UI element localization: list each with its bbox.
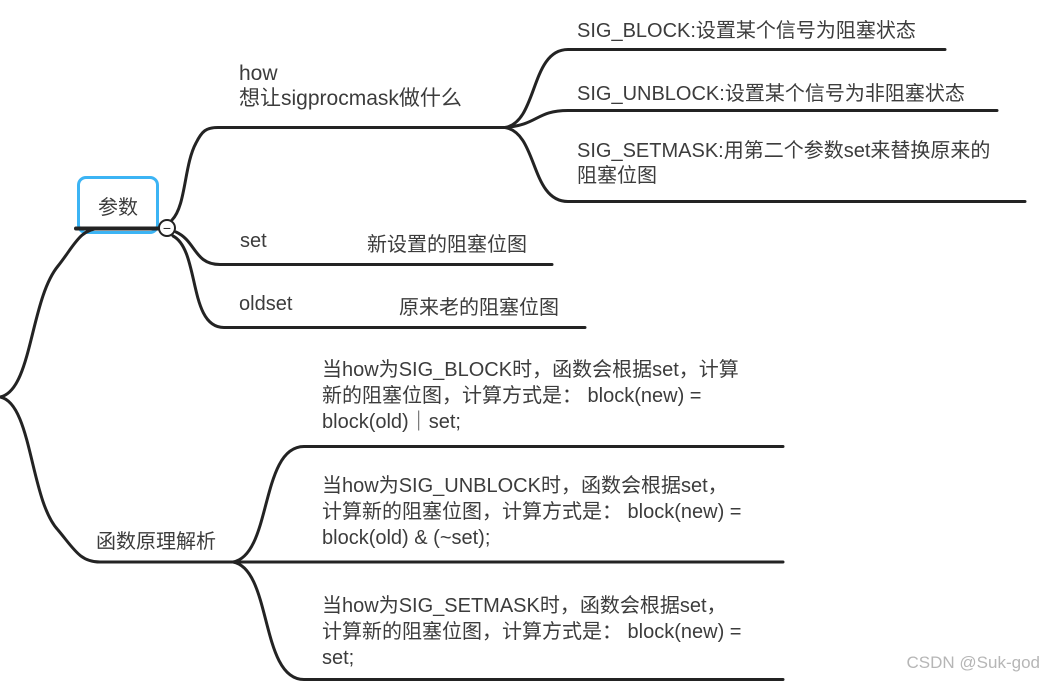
edge-how-sigblock — [503, 48, 947, 129]
topic-oldset-desc[interactable]: 原来老的阻塞位图 — [399, 297, 559, 319]
topic-principle[interactable]: 函数原理解析 — [96, 531, 216, 553]
topic-oldset[interactable]: oldset — [239, 293, 293, 315]
topic-params[interactable]: 参数 — [77, 176, 159, 234]
topic-params-label: 参数 — [98, 196, 138, 219]
edge-params-oldset — [171, 234, 587, 329]
topic-sig-unblock[interactable]: SIG_UNBLOCK:设置某个信号为非阻塞状态 — [577, 83, 965, 105]
edge-how-sigsetmask — [503, 126, 1027, 203]
csdn-watermark: CSDN @Suk-god — [906, 653, 1040, 672]
edge-root-principle — [0, 395, 785, 564]
edge-principle-caseblock — [231, 445, 785, 564]
topic-set-desc[interactable]: 新设置的阻塞位图 — [367, 234, 527, 256]
edge-root-params — [0, 227, 102, 399]
collapse-button[interactable]: − — [158, 219, 176, 237]
edge-how-sigunblock — [503, 109, 999, 129]
edge-principle-casesetmask — [231, 560, 785, 681]
topic-how-line1: how — [239, 62, 278, 85]
topic-set[interactable]: set — [240, 230, 267, 252]
topic-sig-block[interactable]: SIG_BLOCK:设置某个信号为阻塞状态 — [577, 20, 916, 42]
edge-params-how — [170, 126, 507, 222]
edge-params-set — [174, 230, 554, 266]
minus-icon: − — [162, 220, 172, 236]
topic-how-line2: 想让sigprocmask做什么 — [239, 87, 462, 110]
topic-case-unblock[interactable]: 当how为SIG_UNBLOCK时，函数会根据set， 计算新的阻塞位图，计算方… — [322, 475, 742, 549]
topic-sig-setmask[interactable]: SIG_SETMASK:用第二个参数set来替换原来的 阻塞位图 — [577, 140, 991, 187]
topic-case-block[interactable]: 当how为SIG_BLOCK时，函数会根据set，计算 新的阻塞位图，计算方式是… — [322, 359, 739, 433]
topic-case-setmask[interactable]: 当how为SIG_SETMASK时，函数会根据set， 计算新的阻塞位图，计算方… — [322, 595, 742, 669]
topic-how[interactable]: how 想让sigprocmask做什么 — [239, 61, 462, 111]
